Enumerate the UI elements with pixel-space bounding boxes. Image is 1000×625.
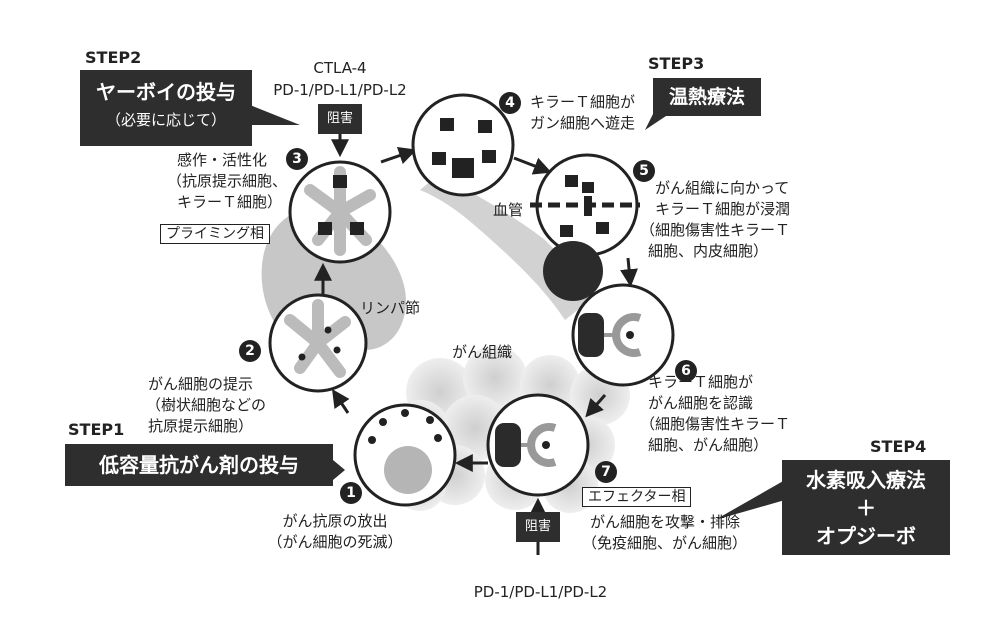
node-3-line-3: キラーＴ細胞） — [177, 193, 283, 211]
region-lymph-label: リンパ節 — [360, 299, 421, 317]
node-4-line-2: ガン細胞へ遊走 — [530, 114, 636, 132]
step4-box: 水素吸入療法 ＋ オプジーボ — [782, 460, 950, 555]
step1-label: STEP1 — [68, 420, 125, 439]
node-1-number: 1 — [340, 482, 362, 504]
step4-callout-tail — [715, 480, 785, 520]
node-5-line-2: キラーＴ細胞が浸潤 — [655, 200, 791, 218]
node-6-line-3: （細胞傷害性キラーＴ — [640, 415, 791, 433]
node-7-phase-tag: エフェクター相 — [582, 487, 692, 507]
node-1-line-2: （がん細胞の死滅） — [267, 533, 403, 551]
node-2-line-3: 抗原提示細胞） — [148, 417, 254, 435]
block-bottom-target: PD-1/PD-L1/PD-L2 — [473, 583, 608, 601]
node-3-number: 3 — [286, 148, 308, 170]
node-1-line-1: がん抗原の放出 — [282, 512, 388, 530]
cell-circle-5 — [530, 153, 640, 257]
block-top-badge: 阻害 — [318, 104, 362, 134]
node-5-line-3: （細胞傷害性キラーＴ — [640, 221, 791, 239]
node-7-line-2: （免疫細胞、がん細胞） — [582, 534, 748, 552]
region-tumor-label: がん組織 — [452, 343, 513, 361]
tumor-cell-dark — [543, 241, 603, 301]
node-6-line-1: キラーＴ細胞が — [648, 373, 754, 391]
step1-callout-tail — [333, 460, 345, 480]
node-2-line-1: がん細胞の提示 — [148, 375, 254, 393]
step4-label: STEP4 — [870, 437, 927, 456]
cell-circle-3 — [288, 160, 392, 264]
step3-label: STEP3 — [648, 54, 705, 73]
step4-plus: ＋ — [856, 496, 876, 520]
cycle-arrows — [314, 147, 638, 472]
node-5-line-4: 細胞、内皮細胞） — [648, 242, 769, 260]
cell-circle-2 — [268, 293, 368, 393]
node-4-line-1: キラーＴ細胞が — [530, 93, 636, 111]
node-4-number: 4 — [499, 92, 521, 114]
node-7-number: 7 — [595, 461, 617, 483]
cell-circle-6 — [571, 283, 675, 387]
step2-callout-tail — [250, 105, 300, 125]
node-6-line-2: がん細胞を認識 — [648, 394, 754, 412]
step1-box: 低容量抗がん剤の投与 — [65, 444, 333, 486]
node-3-line-2: （抗原提示細胞、 — [167, 172, 288, 190]
node-5-line-1: がん組織に向かって — [655, 179, 790, 197]
cell-circle-1 — [353, 403, 457, 507]
step4-title-line1: 水素吸入療法 — [806, 468, 926, 492]
block-top-target-1: CTLA-4 — [313, 59, 367, 77]
node-5-number: 5 — [633, 160, 655, 182]
node-3-line-1: 感作・活性化 — [177, 151, 268, 169]
node-7-line-1: がん細胞を攻撃・排除 — [590, 513, 741, 531]
cell-circle-4 — [411, 93, 515, 197]
node-6-line-4: 細胞、がん細胞） — [648, 436, 769, 454]
node-2-number: 2 — [239, 340, 261, 362]
step3-box: 温熱療法 — [653, 78, 761, 116]
step2-subtitle: （必要に応じて） — [105, 111, 226, 129]
node-3-phase-tag: プライミング相 — [160, 224, 270, 244]
step4-title-line2: オプジーボ — [816, 524, 916, 548]
step2-title: ヤーボイの投与 — [96, 80, 236, 104]
region-vessel-label: 血管 — [493, 201, 524, 219]
block-top-target-2: PD-1/PD-L1/PD-L2 — [273, 81, 407, 99]
block-bottom-badge: 阻害 — [516, 512, 560, 542]
step2-label: STEP2 — [85, 48, 142, 67]
node-2-line-2: （樹状細胞などの — [146, 396, 267, 414]
cell-circle-7 — [486, 393, 590, 497]
node-6-number: 6 — [675, 360, 697, 382]
step2-box: ヤーボイの投与 （必要に応じて） — [80, 70, 252, 146]
